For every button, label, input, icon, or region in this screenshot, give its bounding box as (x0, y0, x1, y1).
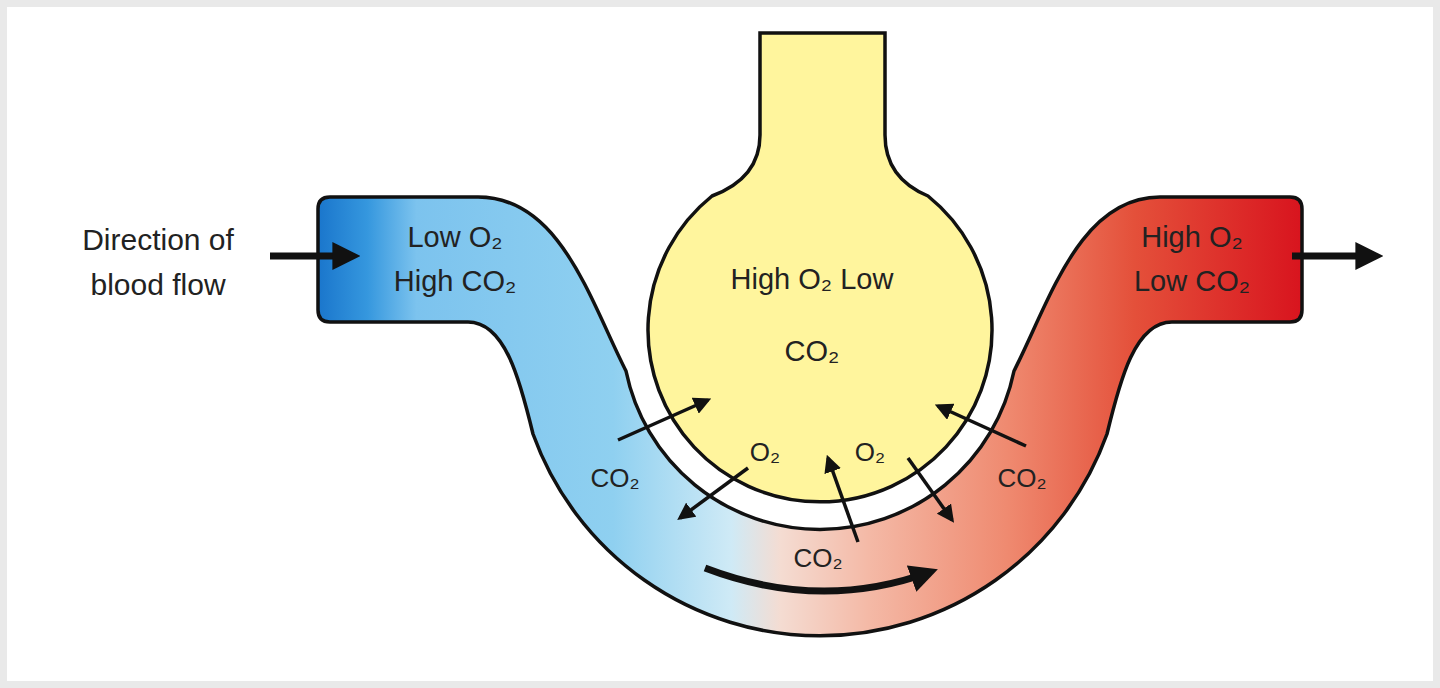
outflow-arrow (1292, 253, 1375, 260)
vessel-entry-gas-levels: Low O₂ High CO₂ (394, 221, 516, 297)
o2-diffusion-arrow (908, 458, 952, 520)
alveolus: High O₂ Low CO₂ (640, 28, 1000, 508)
co2-diffusion-arrow (618, 400, 708, 440)
white-panel (7, 7, 1433, 681)
flow-direction-label-box: Direction of blood flow (51, 217, 266, 307)
flow-direction-arrow (270, 253, 352, 260)
gas-label-box: CO₂ (982, 463, 1062, 493)
gas-label-box: O₂ (735, 437, 795, 467)
alveolus-outline (648, 33, 992, 502)
gas-label-box: CO₂ (575, 463, 655, 493)
flow-direction-label: Direction of blood flow (82, 223, 234, 301)
gas-label: CO₂ (997, 463, 1046, 493)
gas-label-box: CO₂ (778, 543, 858, 573)
vessel-exit-gas-levels: High O₂ Low CO₂ (1134, 221, 1250, 297)
gas-label: CO₂ (590, 463, 639, 493)
gas-label: O₂ (855, 437, 885, 467)
co2-diffusion-arrow (938, 406, 1026, 446)
co2-diffusion-arrow (828, 458, 858, 542)
alveolus-gas-levels-box: High O₂ Low CO₂ (727, 243, 897, 387)
gas-label-box: O₂ (840, 437, 900, 467)
vessel-entry-gas-levels-box: Low O₂ High CO₂ (375, 215, 535, 303)
vessel-exit-gas-levels-box: High O₂ Low CO₂ (1112, 215, 1272, 303)
o2-diffusion-arrow (680, 468, 748, 518)
alveolus-gas-levels: High O₂ Low CO₂ (731, 263, 894, 367)
gas-label: O₂ (750, 437, 780, 467)
gas-label: CO₂ (793, 543, 842, 573)
